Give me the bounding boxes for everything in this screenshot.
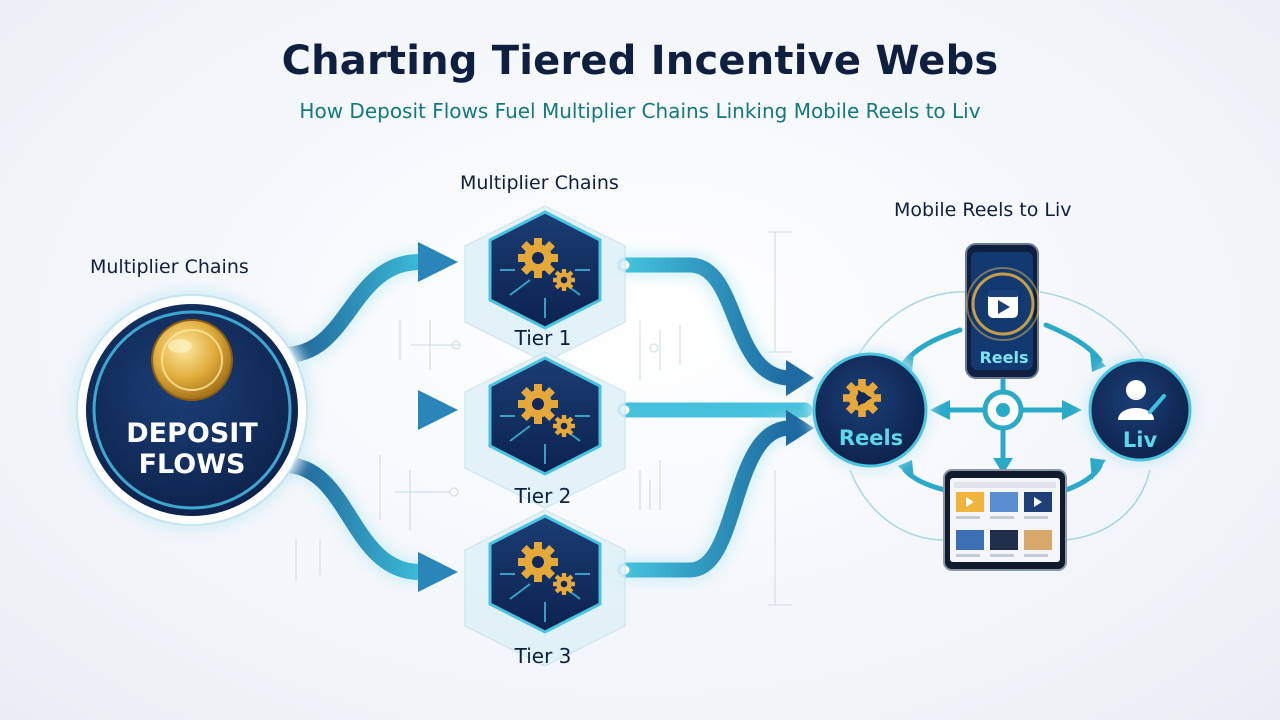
page-title: Charting Tiered Incentive Webs: [281, 38, 999, 84]
page-subtitle: How Deposit Flows Fuel Multiplier Chains…: [299, 99, 981, 123]
tier-1-label: Tier 1: [514, 326, 572, 350]
user-icon: [1118, 380, 1166, 420]
network-arrowheads: [898, 352, 1106, 480]
reels-node-label: Reels: [838, 426, 904, 450]
tier-hex-1: [464, 205, 626, 363]
gold-coin-icon: [151, 319, 233, 401]
tier-hex-2: [464, 351, 626, 509]
deposit-node: [70, 288, 314, 532]
smartphone-icon: [965, 243, 1040, 379]
deposit-label-line2: FLOWS: [138, 449, 246, 480]
gear-play-icon: [843, 379, 881, 417]
reels-arrowheads: [786, 360, 814, 446]
tier-hex-3: [464, 509, 626, 667]
tier-2-label: Tier 2: [514, 484, 572, 508]
left-section-label: Multiplier Chains: [90, 256, 249, 278]
background-circuit: [295, 231, 792, 606]
deposit-flows-label: DEPOSIT FLOWS: [82, 418, 302, 480]
deposit-label-line1: DEPOSIT: [126, 418, 258, 449]
right-section-label: Mobile Reels to Liv: [894, 199, 1072, 221]
tablet-icon: [943, 469, 1067, 571]
network-hub: [982, 389, 1024, 431]
liv-node-label: Liv: [1122, 428, 1158, 452]
deposit-to-tier-flows: [272, 249, 433, 585]
center-section-label: Multiplier Chains: [460, 172, 619, 194]
tier-3-label: Tier 3: [514, 644, 572, 668]
flow-arrowheads: [418, 242, 458, 592]
tier-to-reels-flows: [612, 252, 818, 583]
phone-reels-label: Reels: [979, 348, 1029, 367]
